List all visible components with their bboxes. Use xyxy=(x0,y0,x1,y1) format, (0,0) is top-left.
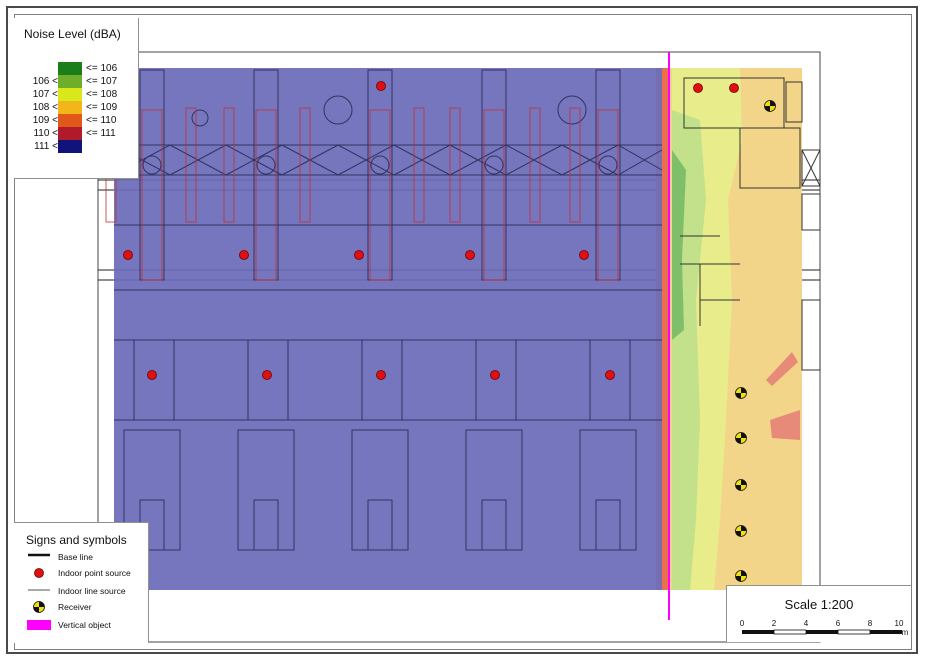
sign-label: Base line xyxy=(58,552,93,562)
legend-row: 111 < xyxy=(14,140,138,153)
point-source xyxy=(605,370,615,380)
receiver-marker xyxy=(735,432,747,444)
point-source xyxy=(123,250,133,260)
legend-swatch xyxy=(58,114,82,127)
sign-label: Vertical object xyxy=(58,620,111,630)
legend-row: 108 < <= 109 xyxy=(14,101,138,114)
sign-label: Indoor line source xyxy=(58,586,126,596)
exhaust-outlines xyxy=(105,107,619,281)
point-source xyxy=(693,83,703,93)
legend-row: 106 < <= 107 xyxy=(14,75,138,88)
legend-row: <= 106 xyxy=(14,62,138,75)
point-source xyxy=(354,250,364,260)
legend-upper-bound: <= 106 xyxy=(86,63,118,74)
legend-swatch xyxy=(58,75,82,88)
legend-swatch xyxy=(58,127,82,140)
scale-tick: 10 xyxy=(895,619,904,628)
receiver-marker xyxy=(735,525,747,537)
indoor-point-source-icon xyxy=(34,568,44,578)
scale-title: Scale 1:200 xyxy=(784,597,854,612)
scale-bar: 0 2 4 6 8 10 m xyxy=(740,619,909,637)
point-source xyxy=(376,370,386,380)
sign-row: Base line xyxy=(14,551,148,565)
signs-title: Signs and symbols xyxy=(26,533,127,547)
receiver-marker xyxy=(735,387,747,399)
map-frame-inner xyxy=(14,14,912,650)
scale-tick: 2 xyxy=(772,619,777,628)
vertical-object-icon xyxy=(27,620,51,630)
legend-lower-bound: 111 < xyxy=(34,141,58,152)
legend-swatch xyxy=(58,140,82,153)
legend-lower-bound: 110 < xyxy=(33,128,58,139)
point-source xyxy=(376,81,386,91)
receiver-marker xyxy=(735,570,747,582)
point-source xyxy=(490,370,500,380)
receiver-marker xyxy=(764,100,776,112)
indoor-noise-zone xyxy=(114,68,662,590)
legend-upper-bound: <= 108 xyxy=(86,89,118,100)
legend-lower-bound: 109 < xyxy=(32,115,58,126)
legend-lower-bound: 107 < xyxy=(32,89,58,100)
scale-tick: 0 xyxy=(740,619,745,628)
legend-title: Noise Level (dBA) xyxy=(24,27,121,41)
legend-swatch xyxy=(58,101,82,114)
legend-upper-bound: <= 109 xyxy=(86,102,118,113)
legend-upper-bound: <= 107 xyxy=(86,76,118,87)
sign-label: Indoor point source xyxy=(58,568,131,578)
legend-swatch xyxy=(58,88,82,101)
receiver-marker xyxy=(735,479,747,491)
point-source xyxy=(239,250,249,260)
receivers xyxy=(735,100,776,582)
legend-upper-bound: <= 111 xyxy=(86,128,116,139)
point-source xyxy=(729,83,739,93)
legend-lower-bound: 108 < xyxy=(32,102,58,113)
noise-contours-outdoor xyxy=(656,68,802,590)
receiver-icon xyxy=(33,601,45,613)
indoor-line-source-icon xyxy=(28,589,50,591)
sign-row: Indoor point source xyxy=(14,567,148,581)
sign-row: Vertical object xyxy=(14,619,148,633)
legend-row: 107 < <= 108 xyxy=(14,88,138,101)
sign-label: Receiver xyxy=(58,602,92,612)
scale-tick: 4 xyxy=(804,619,809,628)
legend-swatch xyxy=(58,62,82,75)
legend-row: 110 < <= 111 xyxy=(14,127,138,140)
noise-level-legend: Noise Level (dBA) <= 106 106 < <= 107 10… xyxy=(14,18,139,179)
sign-row: Receiver xyxy=(14,601,148,615)
outdoor-linework xyxy=(680,77,821,371)
legend-row: 109 < <= 110 xyxy=(14,114,138,127)
machinery-linework xyxy=(113,69,663,551)
scale-tick: 6 xyxy=(836,619,841,628)
point-source xyxy=(465,250,475,260)
signs-and-symbols-legend: Signs and symbols Base line Indoor point… xyxy=(14,522,149,643)
base-line-icon xyxy=(28,553,50,557)
point-source xyxy=(147,370,157,380)
indoor-point-sources xyxy=(123,81,739,380)
point-source xyxy=(579,250,589,260)
point-source xyxy=(262,370,272,380)
scale-tick: 8 xyxy=(868,619,873,628)
legend-upper-bound: <= 110 xyxy=(86,115,117,126)
scale-box: Scale 1:200 0 2 4 6 8 10 m xyxy=(726,585,911,642)
legend-lower-bound: 106 < xyxy=(32,76,58,87)
sign-row: Indoor line source xyxy=(14,585,148,599)
map-frame-outer xyxy=(6,6,918,654)
scale-unit: m xyxy=(902,628,909,637)
